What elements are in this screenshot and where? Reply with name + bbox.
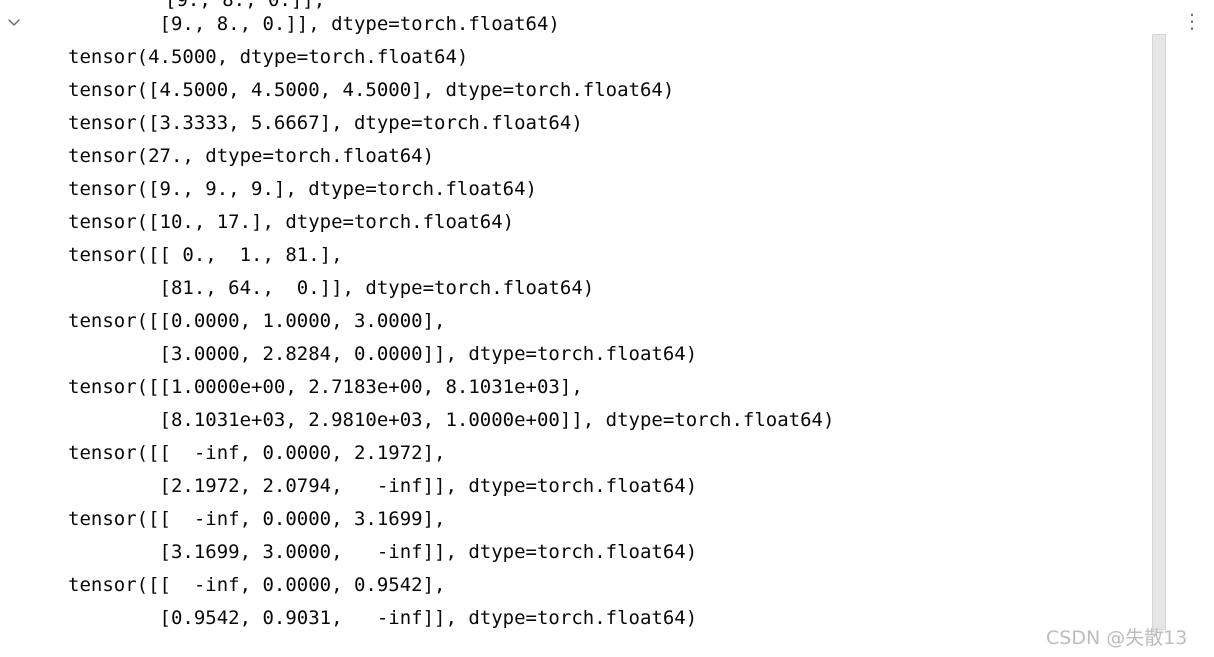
output-line: tensor(4.5000, dtype=torch.float64): [68, 46, 469, 68]
output-line: tensor([[0.0000, 1.0000, 3.0000],: [68, 310, 446, 332]
output-line: tensor([4.5000, 4.5000, 4.5000], dtype=t…: [68, 79, 675, 101]
output-line: [0.9542, 0.9031, -inf]], dtype=torch.flo…: [68, 607, 698, 629]
output-line: tensor([[ -inf, 0.0000, 0.9542],: [68, 574, 446, 596]
chevron-down-icon[interactable]: [6, 14, 22, 30]
output-line: tensor([[ -inf, 0.0000, 2.1972],: [68, 442, 446, 464]
output-line: tensor([[ 0., 1., 81.],: [68, 244, 343, 266]
output-line: [2.1972, 2.0794, -inf]], dtype=torch.flo…: [68, 475, 698, 497]
output-line: tensor(27., dtype=torch.float64): [68, 145, 435, 167]
output-line-cut: [9., 8., 0.]],: [165, 0, 326, 11]
output-line: [81., 64., 0.]], dtype=torch.float64): [68, 277, 595, 299]
output-line: [8.1031e+03, 2.9810e+03, 1.0000e+00]], d…: [68, 409, 835, 431]
output-text: [9., 8., 0.]], dtype=torch.float64) tenso…: [68, 8, 834, 635]
output-line: tensor([3.3333, 5.6667], dtype=torch.flo…: [68, 112, 583, 134]
output-line: tensor([[1.0000e+00, 2.7183e+00, 8.1031e…: [68, 376, 583, 398]
vertical-ellipsis-icon[interactable]: ⋮: [1182, 9, 1202, 33]
output-line: [9., 8., 0.]], dtype=torch.float64): [68, 13, 560, 35]
output-line: tensor([10., 17.], dtype=torch.float64): [68, 211, 515, 233]
output-line: tensor([9., 9., 9.], dtype=torch.float64…: [68, 178, 537, 200]
output-line: tensor([[ -inf, 0.0000, 3.1699],: [68, 508, 446, 530]
output-area: [9., 8., 0.]], [9., 8., 0.]], dtype=torc…: [68, 0, 834, 635]
csdn-watermark: CSDN @失散13: [1046, 627, 1188, 649]
output-line: [3.0000, 2.8284, 0.0000]], dtype=torch.f…: [68, 343, 698, 365]
output-line: [3.1699, 3.0000, -inf]], dtype=torch.flo…: [68, 541, 698, 563]
vertical-scrollbar-thumb[interactable]: [1152, 34, 1166, 630]
